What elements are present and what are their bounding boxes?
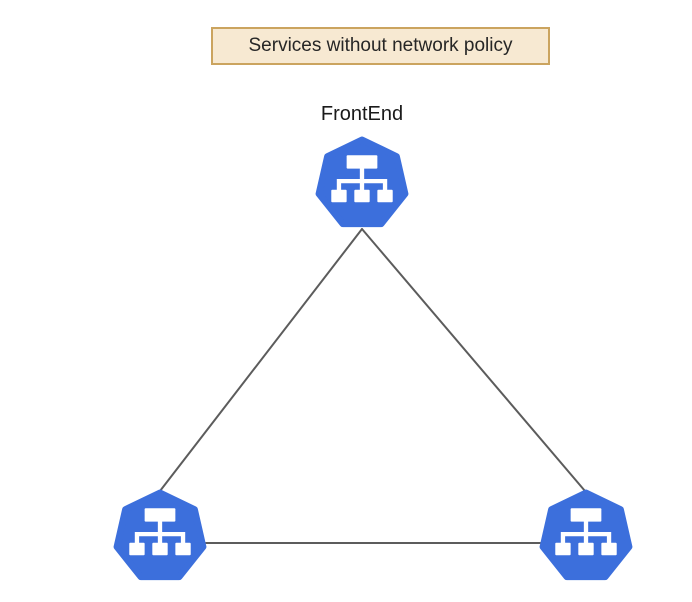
edge-frontend-to-bottom-right (361, 228, 586, 492)
diagram-title-box: Services without network policy (211, 27, 550, 65)
node-service-bottom-left (112, 489, 208, 585)
diagram-title-text: Services without network policy (248, 35, 513, 56)
frontend-node-label: FrontEnd (320, 103, 404, 125)
kubernetes-service-icon (538, 489, 634, 585)
node-frontend (314, 136, 410, 232)
kubernetes-service-icon (112, 489, 208, 585)
edge-frontend-to-bottom-left (159, 228, 363, 492)
node-service-bottom-right (538, 489, 634, 585)
kubernetes-service-icon (314, 136, 410, 232)
